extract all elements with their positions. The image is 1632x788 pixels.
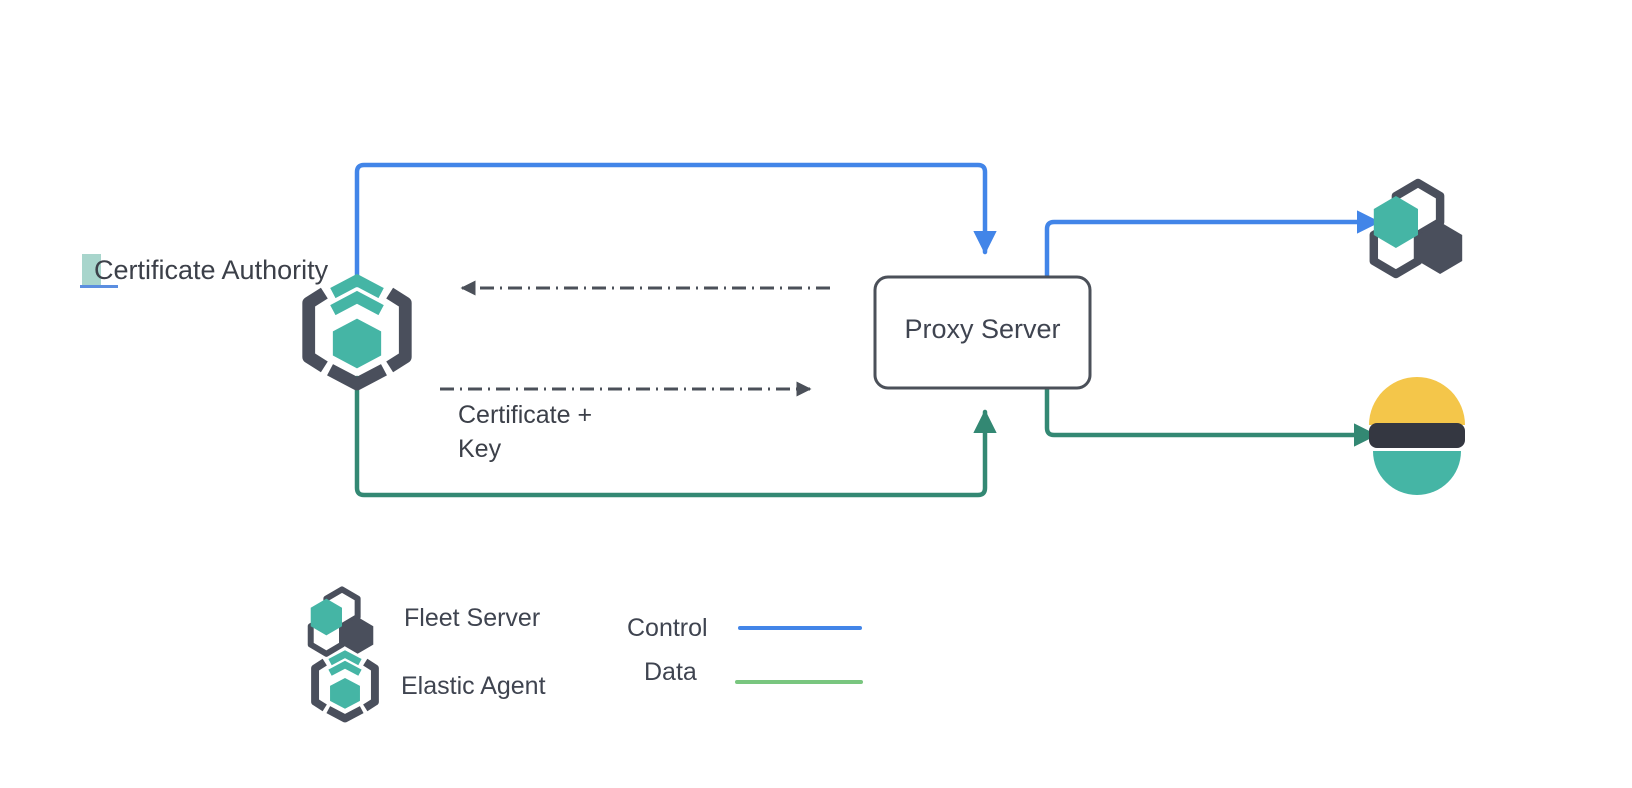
legend-elastic-agent-icon — [311, 650, 379, 723]
legend-fleet-server-label: Fleet Server — [404, 604, 541, 632]
elastic-agent-icon — [302, 273, 412, 391]
certificate-authority-label: Certificate Authority — [94, 255, 329, 285]
text-selection-highlight — [82, 254, 101, 287]
fleet-server-icon — [1369, 178, 1463, 279]
legend-data-label: Data — [644, 658, 697, 686]
certificate-key-label: Certificate + Key — [458, 401, 593, 463]
legend-fleet-server-icon — [307, 586, 374, 657]
text-selection-underline — [80, 285, 118, 288]
edge-data-ca-to-proxy — [354, 375, 997, 498]
legend-elastic-agent-label: Elastic Agent — [401, 672, 546, 700]
elasticsearch-icon — [1369, 377, 1465, 495]
proxy-server-label: Proxy Server — [904, 314, 1061, 344]
legend-control-label: Control — [627, 614, 708, 642]
edge-data-proxy-to-elasticsearch — [1044, 385, 1378, 447]
edge-control-proxy-to-fleet — [1044, 210, 1381, 280]
edge-control-ca-to-proxy — [354, 162, 997, 288]
proxy-server-box[interactable] — [873, 275, 1092, 390]
